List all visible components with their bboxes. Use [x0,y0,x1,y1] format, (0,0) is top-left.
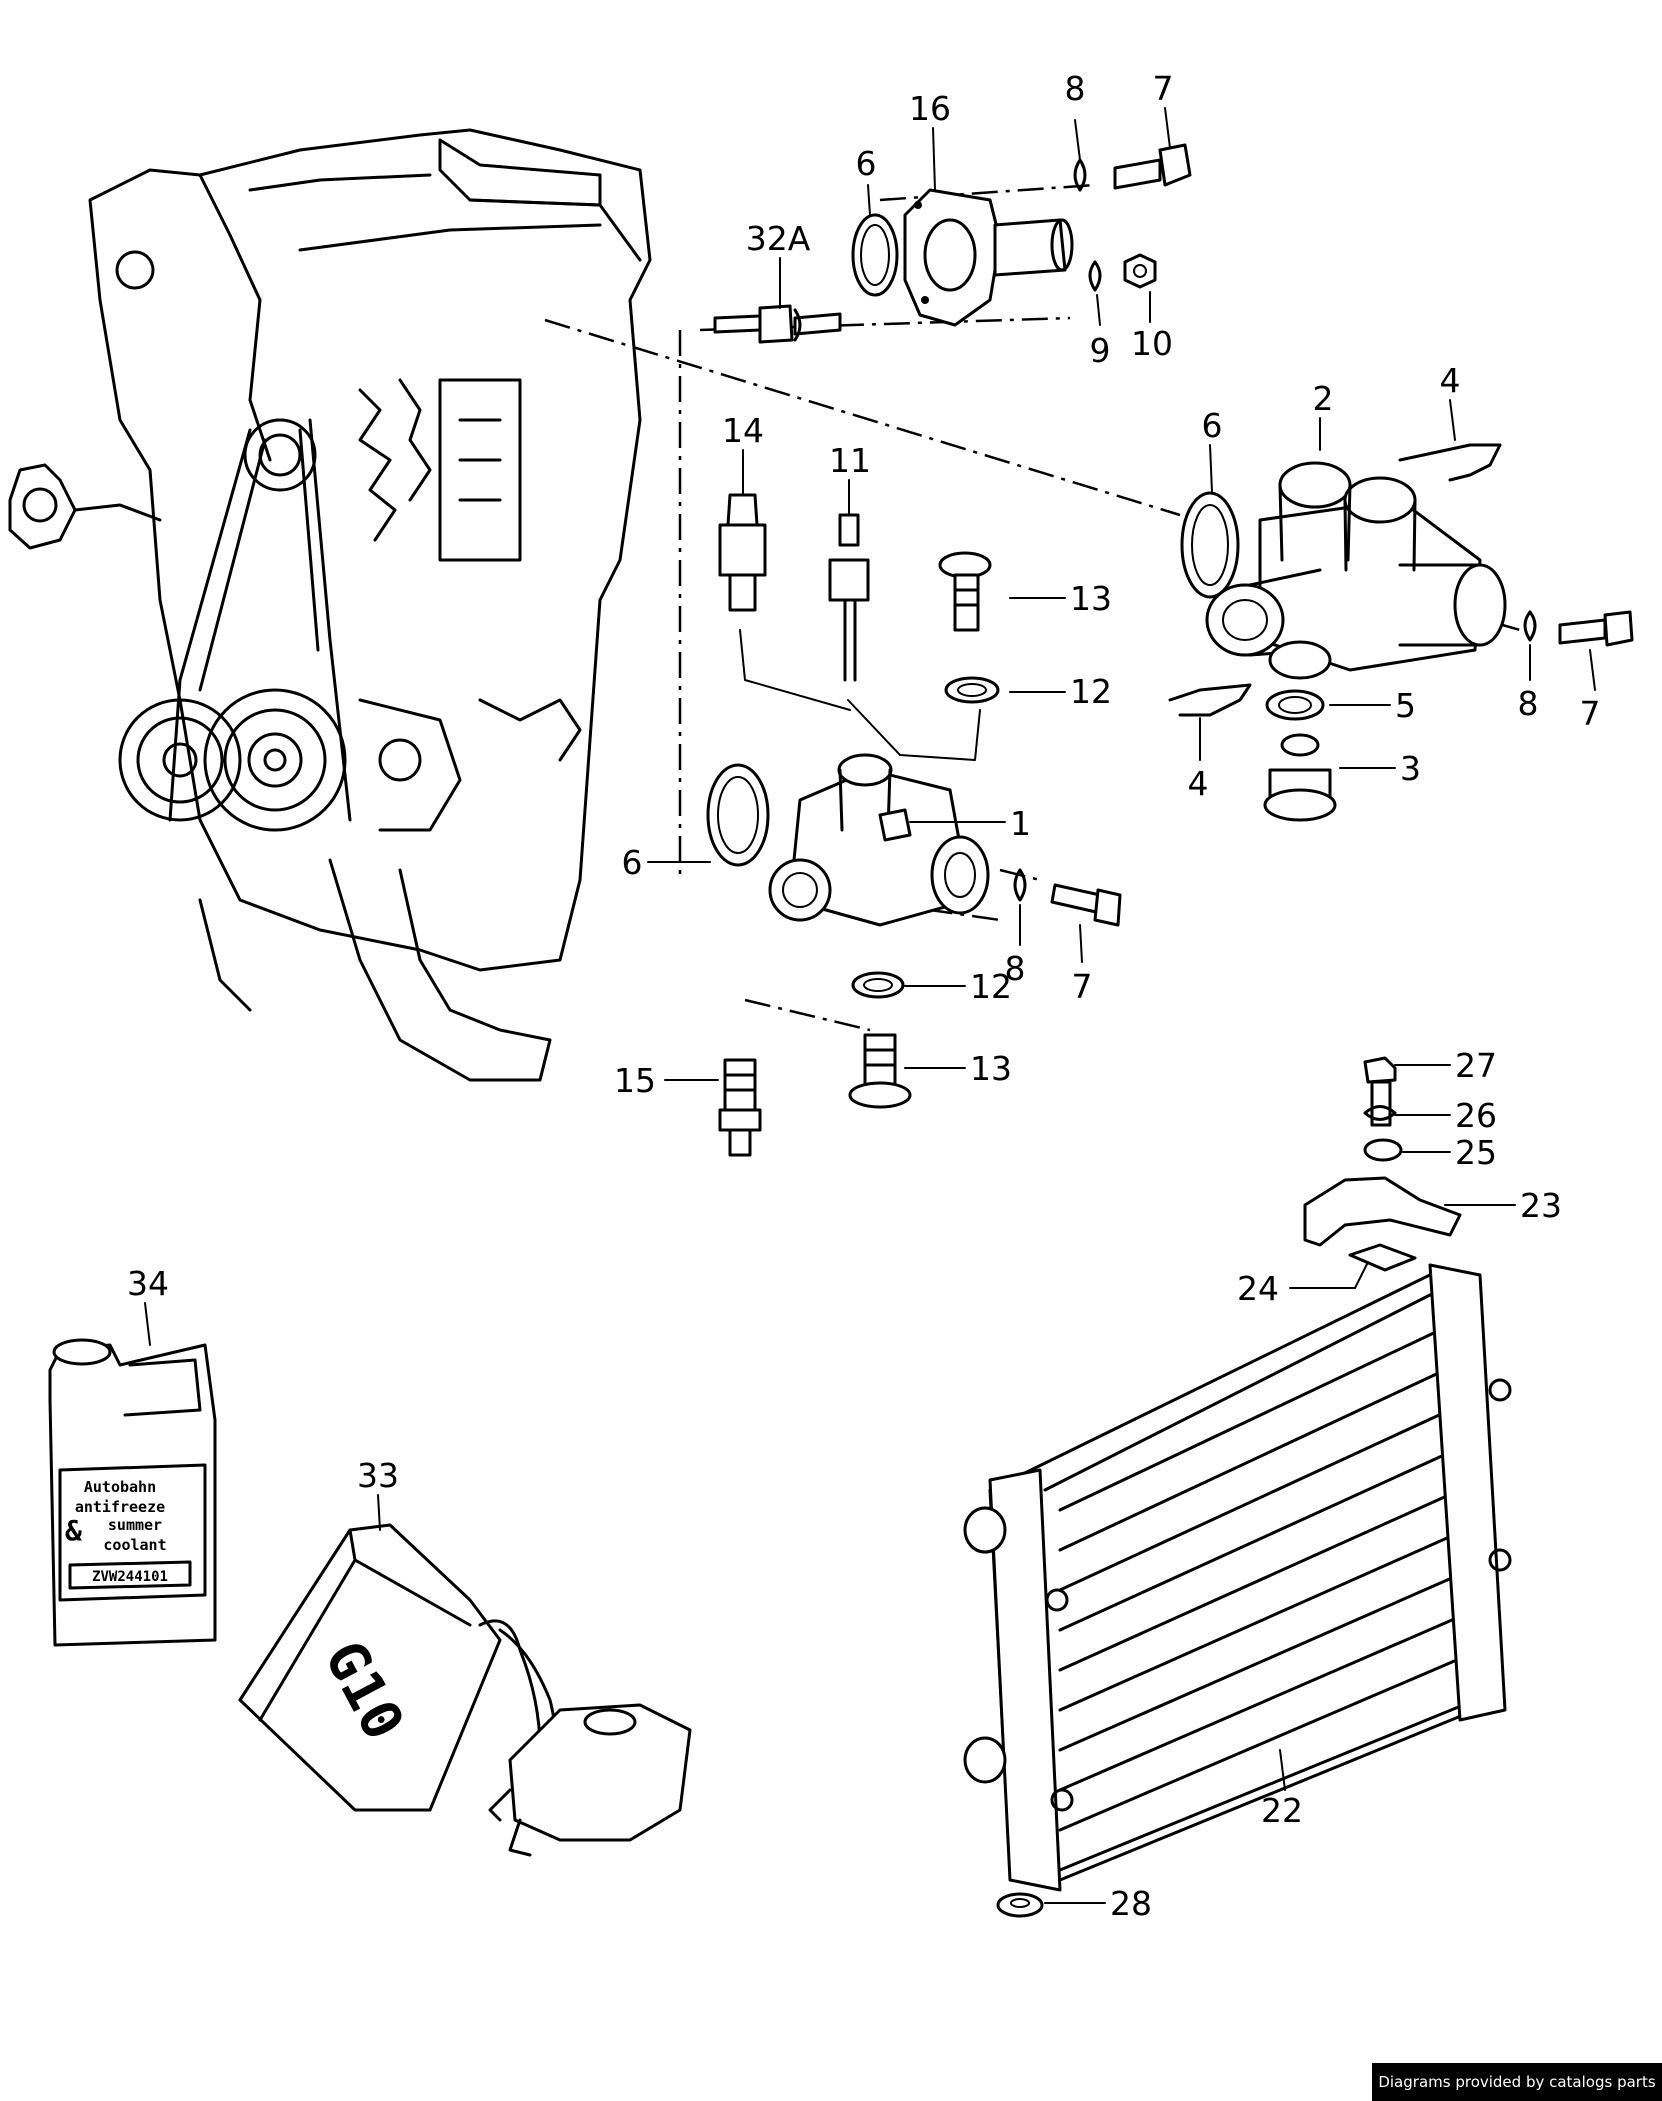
callout-4-top: 4 [1440,361,1461,400]
part-28-grommet [996,1892,1044,1918]
callout-5: 5 [1395,686,1416,725]
part-9-washer [1088,260,1102,292]
callout-23: 23 [1520,1186,1562,1225]
part-7-bolt-right [1558,610,1634,647]
callout-34: 34 [127,1264,169,1303]
part-6-gasket-right [1180,491,1240,599]
callout-28: 28 [1110,1884,1152,1923]
part-34-antifreeze-jug: Autobahn antifreeze & summer coolant ZVW… [48,1338,217,1647]
part-7-bolt-top [1113,143,1192,190]
part-24-clip [1348,1243,1417,1272]
callout-25: 25 [1455,1133,1497,1172]
part-12-seal-lower [851,971,905,999]
part-25-washer [1363,1138,1403,1162]
part-26-washer [1363,1105,1397,1121]
callout-33: 33 [357,1456,399,1495]
leader-lines [144,107,1596,1904]
jug-label-line4: coolant [103,1536,166,1554]
callout-16: 16 [909,89,951,128]
engine-illustration [8,128,652,1082]
jug-label-line1: Autobahn [84,1478,156,1496]
callout-22: 22 [1261,1791,1303,1830]
jug-label-ampersand: & [65,1514,82,1547]
callout-13-upper: 13 [1070,579,1112,618]
part-2-coolant-flange [1205,461,1507,680]
callout-1: 1 [1010,804,1031,843]
callout-7-center: 7 [1072,967,1093,1006]
callout-24: 24 [1237,1269,1279,1308]
callout-26: 26 [1455,1096,1497,1135]
part-32a-stud [713,304,842,344]
callout-7-right: 7 [1580,694,1601,733]
part-27-bolt [1363,1056,1397,1127]
part-1-coolant-flange [768,753,990,927]
callout-11: 11 [829,441,871,480]
part-33-g10-canister: G10 [238,1523,559,1812]
part-13-plug-lower [848,1033,912,1109]
part-7-bolt-center [1050,883,1122,927]
callout-8-center: 8 [1005,949,1026,988]
callout-3: 3 [1400,749,1421,788]
callout-9: 9 [1090,331,1111,370]
callout-2: 2 [1313,379,1334,418]
part-14-sender [718,493,767,612]
callout-12-lower: 12 [970,967,1012,1006]
part-10-nut [1123,253,1157,289]
part-12-seal-upper [944,676,1000,704]
callout-7-top: 7 [1153,69,1174,108]
callout-8-top: 8 [1065,69,1086,108]
part-13-plug-upper [938,551,992,632]
credit-banner: Diagrams provided by catalogs parts [1372,2063,1662,2101]
part-6-gasket-center [706,763,770,867]
callout-10: 10 [1131,324,1173,363]
part-16-flange [903,188,1074,327]
part-6-gasket-top [851,213,899,297]
expansion-tank [488,1703,692,1857]
part-4-clip-bottom [1168,683,1252,717]
part-4-clip-top [1398,443,1502,482]
part-11-sender [828,513,870,682]
callout-6-center: 6 [622,843,643,882]
callout-12-upper: 12 [1070,672,1112,711]
callout-6-right: 6 [1202,406,1223,445]
jug-label-line2: antifreeze [75,1498,165,1516]
jug-label-line3: summer [108,1516,162,1534]
part-3-plug [1263,733,1337,822]
callout-numbers: 7 8 16 6 32A 9 10 2 4 6 14 11 13 12 8 7 … [127,69,1601,1923]
part-8-washer-top [1073,158,1087,192]
callout-8-right: 8 [1518,684,1539,723]
callout-32a: 32A [746,219,811,258]
callout-13-lower: 13 [970,1049,1012,1088]
part-5-seal [1265,689,1325,721]
jug-label-part-number: ZVW244101 [92,1569,168,1585]
callout-6-top: 6 [856,144,877,183]
callout-14: 14 [722,411,764,450]
part-8-washer-center [1013,868,1027,902]
part-22-radiator [963,1263,1512,1892]
callout-15: 15 [614,1061,656,1100]
part-15-sender [718,1058,762,1157]
part-8-washer-right [1523,610,1537,642]
part-23-bracket [1303,1176,1462,1247]
callout-27: 27 [1455,1046,1497,1085]
callout-4-bottom: 4 [1188,764,1209,803]
